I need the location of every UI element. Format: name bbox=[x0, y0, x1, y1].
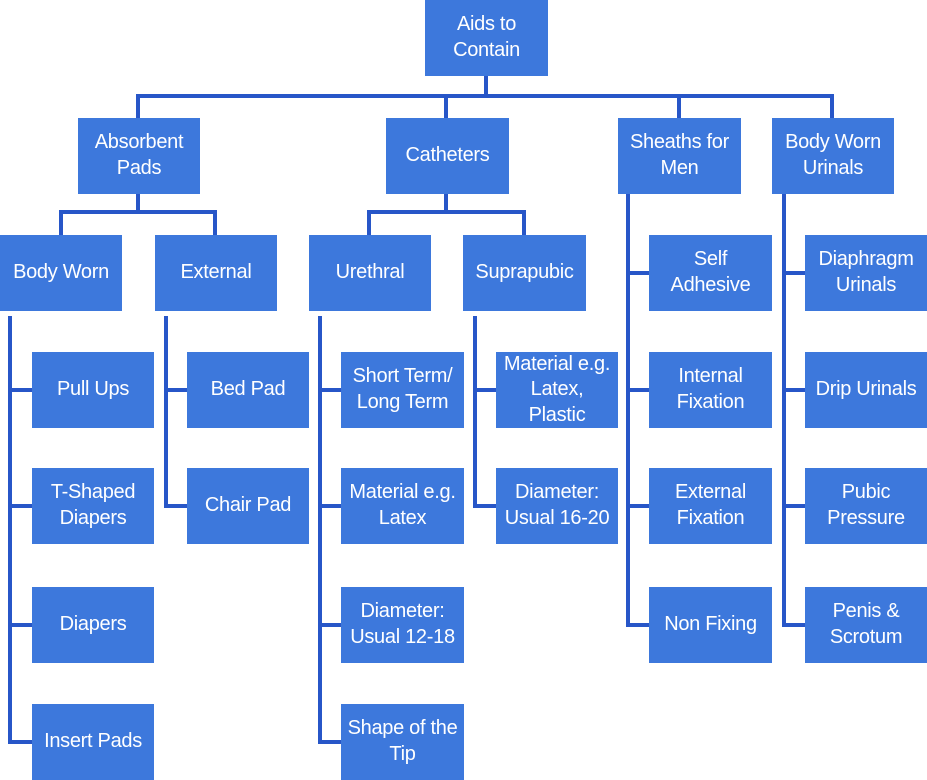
category-sheaths-for-men: Sheaths for Men bbox=[618, 118, 741, 194]
item-external-fixation: External Fixation bbox=[649, 468, 772, 544]
subcategory-suprapubic: Suprapubic bbox=[463, 235, 586, 311]
item-t-shaped-diapers: T-Shaped Diapers bbox=[32, 468, 154, 544]
item-material-latex: Material e.g. Latex bbox=[341, 468, 464, 544]
item-internal-fixation: Internal Fixation bbox=[649, 352, 772, 428]
item-pull-ups: Pull Ups bbox=[32, 352, 154, 428]
item-diameter-12-18: Diameter: Usual 12-18 bbox=[341, 587, 464, 663]
item-bed-pad: Bed Pad bbox=[187, 352, 309, 428]
category-body-worn-urinals: Body Worn Urinals bbox=[772, 118, 894, 194]
item-penis-scrotum: Penis & Scrotum bbox=[805, 587, 927, 663]
item-non-fixing: Non Fixing bbox=[649, 587, 772, 663]
item-pubic-pressure: Pubic Pressure bbox=[805, 468, 927, 544]
item-diaphragm-urinals: Diaphragm Urinals bbox=[805, 235, 927, 311]
item-material-latex-plastic: Material e.g. Latex, Plastic bbox=[496, 352, 618, 428]
item-diameter-16-20: Diameter: Usual 16-20 bbox=[496, 468, 618, 544]
item-short-long-term: Short Term/ Long Term bbox=[341, 352, 464, 428]
subcategory-urethral: Urethral bbox=[309, 235, 431, 311]
item-diapers: Diapers bbox=[32, 587, 154, 663]
item-self-adhesive: Self Adhesive bbox=[649, 235, 772, 311]
category-catheters: Catheters bbox=[386, 118, 509, 194]
item-shape-of-tip: Shape of the Tip bbox=[341, 704, 464, 780]
category-absorbent-pads: Absorbent Pads bbox=[78, 118, 200, 194]
subcategory-external: External bbox=[155, 235, 277, 311]
item-insert-pads: Insert Pads bbox=[32, 704, 154, 780]
item-chair-pad: Chair Pad bbox=[187, 468, 309, 544]
subcategory-body-worn: Body Worn bbox=[0, 235, 122, 311]
root-node: Aids to Contain bbox=[425, 0, 548, 76]
item-drip-urinals: Drip Urinals bbox=[805, 352, 927, 428]
